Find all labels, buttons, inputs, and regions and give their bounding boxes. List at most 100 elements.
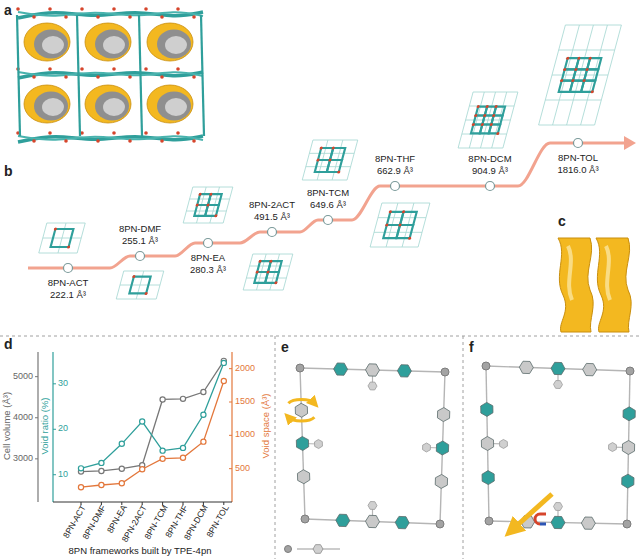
framework-structure: [388, 210, 392, 213]
crystal-packing: [95, 30, 129, 59]
crystal-packing: [80, 7, 84, 11]
framework-schematic: [368, 382, 377, 390]
framework-structure: [483, 114, 487, 117]
crystal-packing: [165, 98, 187, 116]
framework-structure: [132, 275, 136, 278]
framework-structure: [328, 159, 332, 162]
framework-structure: [258, 260, 262, 263]
line-chart: [119, 481, 124, 486]
crystal-packing: [95, 92, 129, 121]
framework-structure: [330, 148, 345, 160]
framework-schematic: [436, 441, 448, 455]
framework-structure: [539, 25, 622, 125]
line-chart: [160, 397, 165, 402]
crystal-packing: [157, 92, 191, 121]
crystal-packing: [18, 12, 203, 18]
framework-schematic: [301, 515, 309, 523]
framework-structure: [347, 140, 358, 180]
volume-value: 649.6 Å³: [310, 200, 346, 210]
line-chart: [99, 482, 104, 487]
framework-structure: [269, 260, 273, 263]
framework-name: 8PN-TCM: [307, 188, 349, 198]
framework-structure: [560, 79, 564, 82]
framework-structure: [302, 140, 358, 180]
crystal-packing: [24, 23, 70, 61]
framework-schematic: [519, 361, 533, 373]
line-chart: [180, 455, 185, 460]
framework-structure: [319, 147, 323, 150]
framework-structure: [255, 271, 259, 274]
framework-structure: [302, 140, 313, 180]
framework-structure: [302, 140, 358, 180]
crystal-packing: [128, 75, 132, 79]
framework-schematic: [437, 408, 449, 422]
framework-schematic: [485, 517, 493, 525]
framework-structure: [474, 114, 478, 117]
line-chart: [35, 417, 38, 418]
framework-schematic: [626, 367, 634, 375]
framework-structure: [418, 203, 430, 247]
framework-schematic: [296, 437, 308, 451]
framework-schematic: [623, 520, 631, 528]
tick-label: 20: [58, 424, 68, 434]
line-chart: [160, 456, 165, 461]
framework-structure: [382, 203, 430, 204]
framework-schematic: [395, 516, 409, 528]
crystal-packing: [103, 98, 125, 116]
framework-schematic: [583, 363, 597, 375]
step-path: [28, 136, 636, 273]
framework-structure: [398, 224, 402, 227]
channel-surface: [606, 246, 610, 300]
crystal-packing: [112, 67, 116, 71]
framework-name: 8PN-ACT: [48, 278, 89, 288]
framework-structure: [198, 193, 202, 196]
crystal-packing: [192, 139, 196, 143]
crystal-packing: [144, 67, 148, 71]
framework-schematic: [482, 471, 494, 485]
framework-structure: [489, 123, 493, 126]
framework-structure: [337, 171, 341, 174]
framework-name: 8PN-THF: [375, 154, 415, 164]
crystal-packing: [32, 139, 36, 143]
panel-letter: e: [281, 340, 289, 355]
framework-structure: [492, 114, 496, 117]
framework-structure: [494, 105, 498, 108]
crystal-packing: [85, 85, 131, 123]
crystal-packing: [176, 131, 180, 135]
tick-label: 4000: [13, 413, 33, 423]
line-chart: [229, 402, 232, 403]
crystal-packing: [32, 15, 36, 19]
line-chart: [201, 412, 206, 417]
framework-structure: [584, 69, 598, 80]
framework-schematic: [436, 520, 444, 528]
crystal-packing: [42, 98, 64, 116]
line-chart: [78, 485, 83, 490]
framework-structure: [77, 223, 85, 253]
crystal-packing: [128, 15, 132, 19]
framework-structure: [492, 92, 507, 148]
framework-structure: [54, 228, 58, 231]
volume-value: 662.9 Å³: [377, 166, 413, 176]
framework-structure: [144, 292, 148, 295]
framework-structure: [585, 68, 589, 71]
framework-structure: [588, 57, 592, 60]
framework-structure: [116, 271, 164, 299]
crystal-packing: [160, 75, 164, 79]
framework-structure: [590, 90, 594, 93]
framework-schematic: [288, 417, 314, 421]
step-path: [64, 264, 73, 273]
step-path: [324, 216, 333, 225]
line-chart: [53, 474, 56, 475]
framework-name: 8PN-TOL: [558, 153, 598, 163]
framework-structure: [156, 271, 164, 299]
framework-structure: [243, 254, 293, 290]
framework-schematic: [397, 365, 411, 377]
framework-schematic: [441, 368, 449, 376]
framework-structure: [595, 25, 622, 125]
axis-title: Void ratio (%): [40, 397, 50, 454]
framework-structure: [581, 81, 595, 92]
line-chart: [140, 467, 145, 472]
crystal-packing: [34, 30, 68, 59]
line-chart: [201, 439, 206, 444]
line-chart: [99, 468, 104, 473]
